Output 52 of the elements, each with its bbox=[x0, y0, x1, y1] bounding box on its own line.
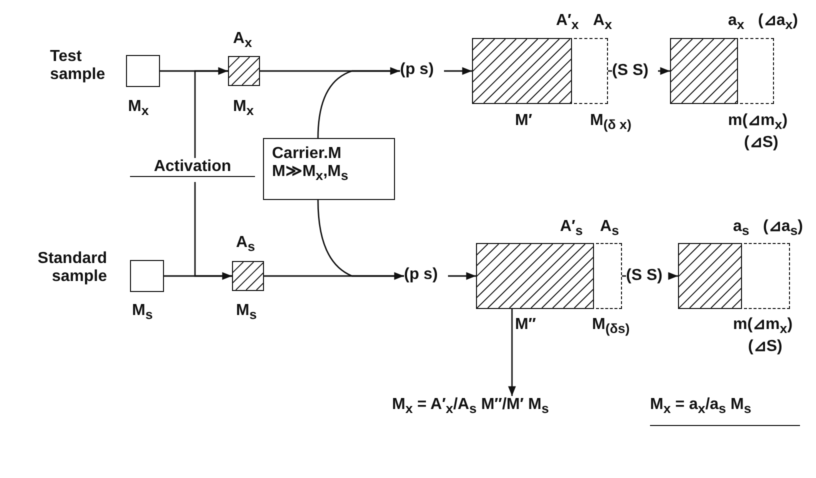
quantity-label: M′′ bbox=[515, 316, 536, 334]
quantity-label: M$_{x}$ bbox=[233, 98, 254, 118]
quantity-label: M$_{s}$ bbox=[132, 302, 153, 322]
quantity-label: (⊿S) bbox=[744, 134, 778, 152]
quantity-label: M$_{(δ x)}$ bbox=[590, 112, 632, 132]
quantity-label: M$_{x}$ bbox=[128, 98, 149, 118]
step-label: (p s) bbox=[404, 266, 448, 284]
quantity-label: M′ bbox=[515, 112, 532, 130]
arrow bbox=[448, 272, 476, 280]
step-label: Activation bbox=[130, 158, 255, 178]
arrow bbox=[317, 200, 404, 280]
hatched-box bbox=[232, 261, 264, 291]
activity-label: A$_{x}$ bbox=[593, 12, 612, 32]
hatched-box bbox=[228, 56, 260, 86]
arrow bbox=[194, 182, 232, 280]
quantity-label: M$_{(δs)}$ bbox=[592, 316, 630, 336]
step-label: (S S) bbox=[612, 62, 658, 80]
activity-label: A$_{s}$ bbox=[600, 218, 619, 238]
quantity-label: M$_{s}$ bbox=[236, 302, 257, 322]
quantity-label: (⊿S) bbox=[748, 338, 782, 356]
hatched-box bbox=[476, 243, 594, 309]
activity-label: (⊿a$_{x}$) bbox=[758, 12, 798, 32]
carrier-box bbox=[263, 138, 395, 200]
formula: M$_{x}$ = A′$_{x}$/A$_{s}$ M′′/M′ M$_{s}$ bbox=[392, 396, 622, 416]
arrow bbox=[658, 67, 670, 75]
activity-label: A$_{x}$ bbox=[233, 30, 252, 50]
arrow bbox=[668, 272, 678, 280]
carrier-text: M≫M$_{x}$,M$_{s}$ bbox=[272, 163, 350, 184]
activity-label: A′$_{x}$ bbox=[556, 12, 579, 32]
sample-label: Test sample bbox=[50, 48, 106, 85]
sample-box bbox=[126, 55, 160, 87]
arrow bbox=[444, 67, 472, 75]
connector-line bbox=[164, 275, 232, 277]
step-label: (p s) bbox=[400, 61, 444, 80]
sample-label: Standard sample bbox=[36, 250, 107, 287]
arrow bbox=[194, 67, 228, 158]
hatched-box bbox=[678, 243, 742, 309]
arrow bbox=[317, 67, 400, 138]
formula: M$_{x}$ = a$_{x}$/a$_{s}$ M$_{s}$ bbox=[650, 396, 800, 426]
step-label: (S S) bbox=[626, 267, 672, 286]
sample-box bbox=[130, 260, 164, 292]
activity-label: a$_{s}$ bbox=[733, 218, 750, 238]
quantity-label: m(⊿m$_{x}$) bbox=[733, 316, 793, 336]
activity-label: A$_{s}$ bbox=[236, 234, 255, 254]
carrier-text: Carrier.M bbox=[272, 145, 342, 164]
quantity-label: m(⊿m$_{x}$) bbox=[728, 112, 788, 132]
arrow bbox=[508, 309, 516, 396]
activity-label: A′$_{s}$ bbox=[560, 218, 583, 238]
hatched-box bbox=[472, 38, 572, 104]
activity-label: a$_{x}$ bbox=[728, 12, 744, 32]
hatched-box bbox=[670, 38, 738, 104]
activity-label: (⊿a$_{s}$) bbox=[763, 218, 803, 238]
